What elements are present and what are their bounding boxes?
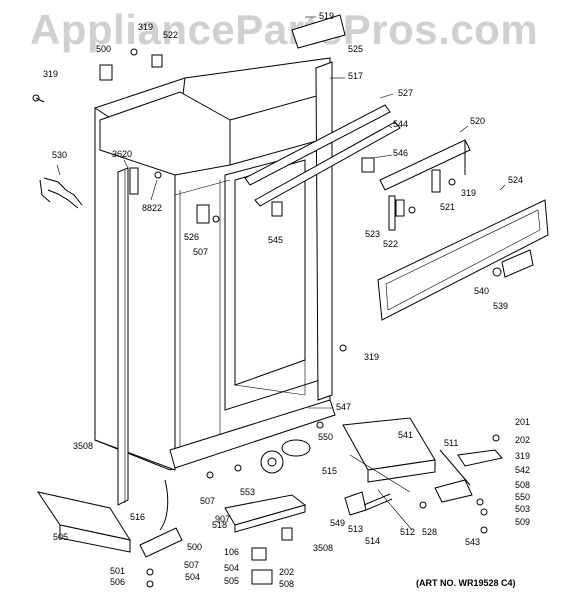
callout-label: 907 xyxy=(215,514,230,524)
bottom-center xyxy=(206,421,324,585)
callout-label: 553 xyxy=(240,487,255,497)
callout-label: 503 xyxy=(515,504,530,514)
callout-label: 520 xyxy=(470,116,485,126)
callout-label: 508 xyxy=(279,579,294,589)
callout-label: 530 xyxy=(52,150,67,160)
callout-label: 539 xyxy=(493,301,508,311)
callout-label: 519 xyxy=(319,11,334,21)
callout-label: 3508 xyxy=(313,543,333,553)
callout-label: 521 xyxy=(440,202,455,212)
callout-label: 522 xyxy=(383,239,398,249)
callout-label: 506 xyxy=(110,577,125,587)
callout-label: 509 xyxy=(515,517,530,527)
callout-label: 517 xyxy=(348,71,363,81)
callout-label: 319 xyxy=(43,69,58,79)
callout-label: 545 xyxy=(268,235,283,245)
callout-label: 547 xyxy=(336,402,351,412)
callout-label: 523 xyxy=(365,229,380,239)
side-rails xyxy=(117,14,471,506)
callout-label: 319 xyxy=(138,22,153,32)
callout-label: 3620 xyxy=(112,149,132,159)
art-number: (ART NO. WR19528 C4) xyxy=(416,578,516,588)
leader-lines xyxy=(56,16,506,409)
callout-label: 201 xyxy=(515,417,530,427)
callout-label: 319 xyxy=(364,352,379,362)
callout-label: 541 xyxy=(398,430,413,440)
callout-label: 8822 xyxy=(142,203,162,213)
top-brackets xyxy=(32,48,163,103)
callout-label: 511 xyxy=(444,438,458,448)
callout-label: 504 xyxy=(185,572,200,582)
callout-label: 513 xyxy=(348,524,363,534)
callout-label: 528 xyxy=(422,527,437,537)
callout-label: 507 xyxy=(193,247,208,257)
callout-labels: 519 319 522 500 525 319 517 527 544 520 546 530 3620… xyxy=(43,11,530,589)
callout-label: 507 xyxy=(200,496,215,506)
callout-label: 505 xyxy=(53,532,68,542)
callout-label: 505 xyxy=(224,576,239,586)
control-box xyxy=(342,417,503,534)
callout-label: 507 xyxy=(184,560,199,570)
callout-label: 543 xyxy=(465,537,480,547)
callout-label: 550 xyxy=(318,432,333,442)
callout-label: 544 xyxy=(393,119,408,129)
callout-label: 202 xyxy=(279,567,294,577)
callout-label: 500 xyxy=(96,44,111,54)
callout-label: 512 xyxy=(400,527,415,537)
callout-label: 524 xyxy=(508,175,523,185)
callout-label: 526 xyxy=(184,232,199,242)
callout-label: 3508 xyxy=(73,441,93,451)
callout-label: 550 xyxy=(515,492,530,502)
callout-label: 514 xyxy=(365,536,380,546)
cabinet-case xyxy=(94,57,336,471)
callout-label: 522 xyxy=(163,30,178,40)
callout-label: 518 xyxy=(212,520,227,530)
callout-label: 508 xyxy=(515,480,530,490)
callout-label: 546 xyxy=(393,148,408,158)
left-heater xyxy=(39,177,83,209)
callout-label: 515 xyxy=(322,466,337,476)
grille-panel xyxy=(377,199,549,321)
callout-label: 500 xyxy=(187,542,202,552)
callout-label: 319 xyxy=(461,188,476,198)
watermark: AppliancePartsPros.com xyxy=(30,6,539,53)
callout-label: 319 xyxy=(515,451,530,461)
callout-label: 516 xyxy=(130,512,145,522)
callout-label: 549 xyxy=(330,518,345,528)
callout-label: 106 xyxy=(224,547,239,557)
callout-label: 540 xyxy=(474,286,489,296)
callout-label: 202 xyxy=(515,435,530,445)
callout-label: 527 xyxy=(398,88,413,98)
callout-label: 525 xyxy=(348,44,363,54)
lower-left-rail xyxy=(36,479,183,588)
mid-parts xyxy=(129,157,456,352)
callout-label: 542 xyxy=(515,465,530,475)
callout-label: 501 xyxy=(110,566,125,576)
callout-label: 504 xyxy=(224,563,239,573)
